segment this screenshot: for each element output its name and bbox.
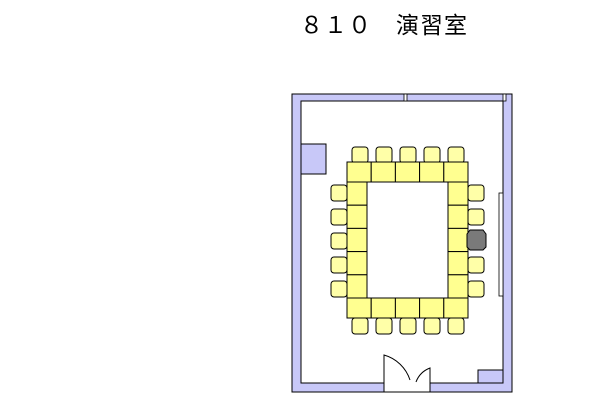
- chair-left: [330, 280, 348, 298]
- door-leaf-left: [383, 354, 411, 392]
- equipment-cart: [466, 229, 487, 251]
- corner-pillar-bottom-right: [477, 369, 504, 384]
- chairs: [330, 146, 485, 335]
- wall-marker-top: [403, 93, 408, 102]
- table-left: [346, 227, 368, 253]
- chair-left: [330, 232, 348, 250]
- table-left: [346, 274, 368, 299]
- chair-top: [423, 146, 441, 164]
- table-top: [394, 161, 421, 183]
- chair-top: [399, 146, 417, 164]
- room-title: ８１０ 演習室: [300, 13, 468, 39]
- tables: [346, 161, 469, 319]
- chair-bottom: [423, 317, 441, 335]
- table-top: [346, 161, 372, 183]
- table-bottom: [419, 297, 445, 319]
- table-bottom: [370, 297, 396, 319]
- table-left: [346, 251, 368, 276]
- chair-top: [375, 146, 393, 164]
- door-leaf-right: [415, 367, 431, 392]
- chair-top: [447, 146, 465, 164]
- chair-top: [351, 146, 369, 164]
- table-right: [447, 274, 469, 299]
- entrance-door[interactable]: [383, 354, 431, 393]
- whiteboard: [498, 192, 504, 297]
- chair-left: [330, 256, 348, 274]
- table-bottom: [346, 297, 372, 319]
- chair-bottom: [447, 317, 465, 335]
- chair-bottom: [351, 317, 369, 335]
- table-right: [447, 227, 469, 253]
- chair-bottom: [375, 317, 393, 335]
- equipment-icon: [466, 229, 487, 251]
- table-left: [346, 181, 368, 206]
- table-top: [370, 161, 396, 183]
- walls: [291, 93, 513, 393]
- table-top: [443, 161, 469, 183]
- table-right: [447, 181, 469, 206]
- chair-right: [467, 184, 485, 202]
- corner-pillar-left: [300, 143, 327, 175]
- chair-left: [330, 184, 348, 202]
- table-bottom: [394, 297, 421, 319]
- chair-right: [467, 208, 485, 226]
- chair-left: [330, 208, 348, 226]
- chair-bottom: [399, 317, 417, 335]
- table-bottom: [443, 297, 469, 319]
- table-right: [447, 204, 469, 229]
- table-top: [419, 161, 445, 183]
- table-left: [346, 204, 368, 229]
- chair-right: [467, 256, 485, 274]
- chair-right: [467, 280, 485, 298]
- table-right: [447, 251, 469, 276]
- wall-marker-right: [502, 93, 507, 102]
